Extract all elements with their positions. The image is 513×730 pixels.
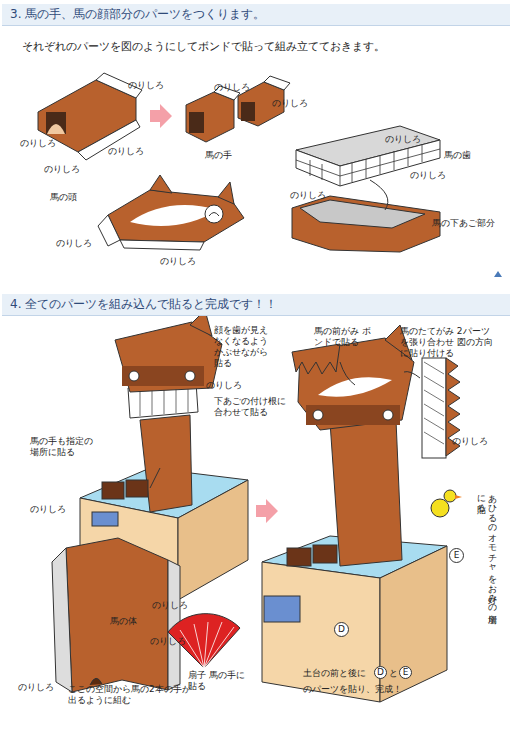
duck-body: [431, 499, 449, 517]
callout-label: 馬の前がみ ボンドで貼る: [314, 326, 372, 348]
jaw-inside: [300, 200, 425, 228]
ear: [218, 182, 234, 204]
horse-neck: [330, 420, 402, 566]
lower-jaw: [292, 196, 440, 252]
callout-label: のりしろ: [272, 98, 308, 109]
callout-label: ここの空間から馬の2本の手が出るように組む: [68, 684, 196, 706]
callout-label: のりしろ: [452, 436, 488, 447]
glue-flap: [52, 548, 72, 692]
intro-text: それぞれのパーツを図のようにしてボンドで貼って組み立てておきます。: [22, 40, 502, 54]
horse-hand: [126, 480, 148, 497]
forelock: [292, 344, 340, 374]
nostril: [209, 213, 219, 217]
part-letter: D: [377, 668, 384, 677]
callout-label: 馬の手: [205, 150, 232, 161]
callout-label: のりしろ: [290, 190, 326, 201]
callout-label: あひるのオモチャをお好みの場所に貼る: [476, 488, 498, 608]
leader-line: [340, 362, 355, 385]
nostril: [383, 410, 393, 420]
callout-label: のりしろ: [128, 80, 164, 91]
hoof: [47, 124, 65, 134]
hoof-opening: [189, 112, 204, 133]
face-blaze: [318, 377, 392, 397]
callout-label: のりしろ: [108, 146, 144, 157]
callout-label: と: [389, 668, 398, 679]
ear: [150, 175, 172, 193]
base-front: [262, 562, 380, 702]
base-side: [380, 546, 447, 702]
part-letter: E: [454, 551, 460, 560]
part-circle: D: [334, 622, 349, 637]
section-heading: 3. 馬の手、馬の顔部分のパーツをつくります。: [10, 6, 265, 23]
callout-label: 馬の手も指定の場所に貼る: [30, 436, 100, 458]
section-heading: 4. 全てのパーツを組み込んで貼ると完成です！！: [10, 296, 277, 313]
callout-label: 馬の体: [110, 616, 137, 627]
callout-label: のりしろ: [30, 504, 66, 515]
muzzle: [122, 366, 204, 386]
leader-line: [404, 372, 420, 378]
callout-label: 顔を歯が見えなくなるようかぶせながら貼る: [214, 325, 270, 369]
hoof-opening: [46, 112, 66, 134]
nostril: [185, 371, 195, 381]
muzzle: [306, 405, 400, 425]
horse-body: [66, 538, 168, 692]
mane-hatch: [424, 362, 444, 444]
callout-label: 馬の歯: [444, 150, 471, 161]
horse-hand: [313, 545, 337, 563]
part-circle: D: [374, 666, 387, 679]
callout-label: 馬のたてがみ 2パーツを張り合わせ 図の方向に貼り付ける: [400, 326, 496, 359]
hand-gap: [90, 678, 102, 685]
nostril: [129, 371, 139, 381]
callout-label: のりしろ: [56, 238, 92, 249]
page-top-icon: [494, 271, 502, 277]
cloth-patch: [92, 512, 118, 526]
callout-label: 馬の下あご部分: [432, 218, 495, 229]
glue-flap: [98, 215, 120, 246]
leader-line: [150, 468, 160, 488]
duck-beak: [455, 495, 462, 499]
glue-flap: [264, 76, 290, 90]
callout-label: のりしろ: [44, 164, 80, 175]
section-band: 3. 馬の手、馬の顔部分のパーツをつくります。: [2, 4, 510, 26]
part-letter: D: [338, 625, 345, 634]
part-circle: E: [449, 548, 464, 563]
callout-label: 土台の前と後に: [303, 668, 366, 679]
part-circle: E: [399, 666, 412, 679]
callout-label: のりしろ: [20, 138, 56, 149]
callout-label: のりしろ: [206, 380, 242, 391]
callout-label: 下あごの付け根に合わせて貼る: [214, 396, 290, 418]
section-band: 4. 全てのパーツを組み込んで貼ると完成です！！: [2, 294, 510, 316]
step-arrow: [256, 499, 278, 523]
callout-label: のりしろ: [150, 636, 186, 647]
callout-label: のパーツを貼り、完成！: [303, 684, 402, 695]
mane-strip: [422, 358, 446, 458]
nose: [205, 205, 223, 223]
callout-label: のりしろ: [385, 134, 421, 145]
step-arrow: [150, 104, 172, 128]
callout-label: 馬の頭: [50, 192, 77, 203]
nostril: [313, 410, 323, 420]
horse-hand: [102, 482, 124, 499]
callout-label: のりしろ: [18, 682, 54, 693]
hoof-opening: [241, 102, 255, 121]
leader-line: [370, 180, 388, 210]
callout-label: 扇子 馬の手に貼る: [188, 670, 248, 692]
fan-ribs: [180, 622, 234, 668]
part-letter: E: [403, 668, 409, 677]
callout-label: のりしろ: [410, 170, 446, 181]
horse-hand: [287, 548, 311, 566]
callout-label: のりしろ: [160, 256, 196, 267]
cloth-patch: [264, 596, 300, 622]
duck-head: [444, 490, 456, 502]
hand-piece: [186, 92, 234, 142]
callout-label: のりしろ: [214, 82, 250, 93]
callout-label: のりしろ: [152, 600, 188, 611]
glue-flap: [120, 240, 204, 250]
